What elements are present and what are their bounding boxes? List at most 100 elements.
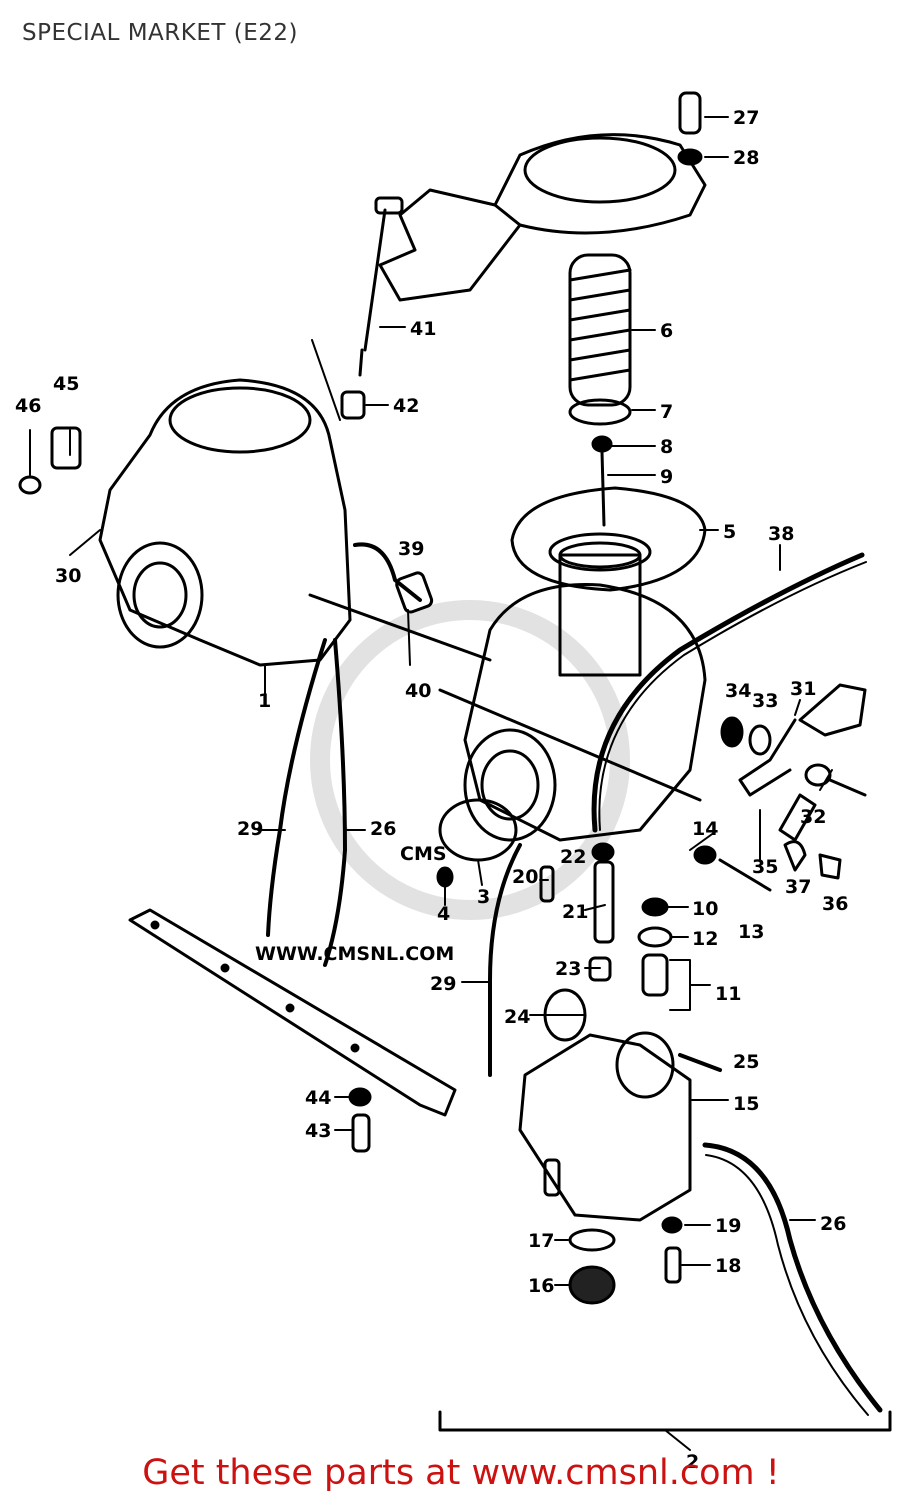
part-37 [783, 840, 807, 872]
callout-15: 15 [733, 1093, 759, 1115]
callout-29-center: 29 [430, 973, 456, 995]
spring-seat-7 [568, 398, 632, 426]
callout-1: 1 [258, 690, 271, 712]
callout-23: 23 [555, 958, 581, 980]
top-cap-right [378, 133, 707, 302]
part-10 [641, 897, 669, 917]
callout-30: 30 [55, 565, 81, 587]
screw-13 [693, 845, 772, 892]
screw-36 [818, 853, 842, 880]
diaphragm-5 [510, 486, 707, 592]
callout-44: 44 [305, 1087, 331, 1109]
callout-46: 46 [15, 395, 41, 417]
callout-18: 18 [715, 1255, 741, 1277]
callout-7: 7 [660, 401, 673, 423]
callout-25: 25 [733, 1051, 759, 1073]
jet-20 [539, 865, 555, 903]
pin-25 [678, 1053, 722, 1072]
callout-13: 13 [738, 921, 764, 943]
callout-45: 45 [53, 373, 79, 395]
washer-34 [720, 716, 744, 748]
callout-36: 36 [822, 893, 848, 915]
callout-28: 28 [733, 147, 759, 169]
callout-19: 19 [715, 1215, 741, 1237]
page-title: SPECIAL MARKET (E22) [22, 20, 298, 46]
callout-26-lower: 26 [820, 1213, 846, 1235]
bracket-45 [50, 426, 82, 470]
o-ring-17 [568, 1228, 616, 1252]
throttle-lever-31 [738, 683, 867, 797]
callout-33: 33 [752, 690, 778, 712]
hose-29-center [488, 843, 522, 1077]
callout-10: 10 [692, 898, 718, 920]
washer-33 [748, 724, 772, 756]
drain-plug-16 [568, 1265, 616, 1305]
bolt-43 [351, 1113, 371, 1153]
washer-19 [661, 1216, 683, 1234]
screw-46 [18, 475, 42, 495]
callout-21: 21 [562, 901, 588, 923]
callout-20: 20 [512, 866, 538, 888]
cap-42 [340, 390, 366, 420]
screw-27 [678, 91, 702, 135]
screw-4 [436, 866, 454, 888]
hose-39 [353, 542, 422, 602]
part-22 [591, 842, 615, 862]
clip-8 [591, 435, 613, 453]
callout-16: 16 [528, 1275, 554, 1297]
washer-44 [348, 1087, 372, 1107]
hose-29-left [266, 638, 327, 937]
callout-12: 12 [692, 928, 718, 950]
float-valve-11 [641, 953, 669, 997]
washer-28 [677, 148, 703, 166]
callout-5: 5 [723, 521, 736, 543]
watermark-logo-letters: CMS [400, 843, 447, 865]
carb-body-left [98, 378, 352, 667]
callout-31: 31 [790, 678, 816, 700]
callout-8: 8 [660, 436, 673, 458]
bracket-2 [438, 1410, 892, 1432]
screw-18 [664, 1246, 682, 1284]
callout-6: 6 [660, 320, 673, 342]
rod-41 [358, 196, 404, 377]
hose-26-lower [702, 1142, 883, 1413]
callout-2: 2 [686, 1451, 699, 1473]
cover-3 [438, 798, 518, 862]
callout-37: 37 [785, 876, 811, 898]
throttle-shaft-40 [308, 593, 492, 662]
callout-39: 39 [398, 538, 424, 560]
callout-22: 22 [560, 846, 586, 868]
callout-11: 11 [715, 983, 741, 1005]
callout-42: 42 [393, 395, 419, 417]
callout-38: 38 [768, 523, 794, 545]
callout-9: 9 [660, 466, 673, 488]
hose-38 [591, 552, 865, 833]
float-chamber-15 [518, 1031, 692, 1222]
callout-43: 43 [305, 1120, 331, 1142]
callout-17: 17 [528, 1230, 554, 1252]
callout-14: 14 [692, 818, 718, 840]
callout-32: 32 [800, 806, 826, 828]
callout-40: 40 [405, 680, 431, 702]
callout-26-left: 26 [370, 818, 396, 840]
callout-3: 3 [477, 886, 490, 908]
callout-41: 41 [410, 318, 436, 340]
promo-link[interactable]: Get these parts at www.cmsnl.com ! [142, 1453, 780, 1493]
spring-6 [568, 253, 632, 407]
part-35 [778, 793, 817, 842]
callout-29-left: 29 [237, 818, 263, 840]
callout-labels: 27 28 6 7 8 9 5 38 41 42 45 46 30 39 40 … [15, 107, 848, 1473]
bolt-32 [804, 763, 867, 797]
callout-24: 24 [504, 1006, 530, 1028]
emulsion-tube-21 [593, 860, 615, 944]
watermark-text: WWW.CMSNL.COM [255, 943, 454, 965]
callout-34: 34 [725, 680, 751, 702]
plate [128, 908, 457, 1117]
callout-35: 35 [752, 856, 778, 878]
hose-26-left [323, 638, 347, 967]
carb-body-right [438, 541, 707, 842]
callout-4: 4 [437, 903, 450, 925]
leader-lines [29, 116, 833, 1451]
o-ring-12 [637, 926, 673, 948]
